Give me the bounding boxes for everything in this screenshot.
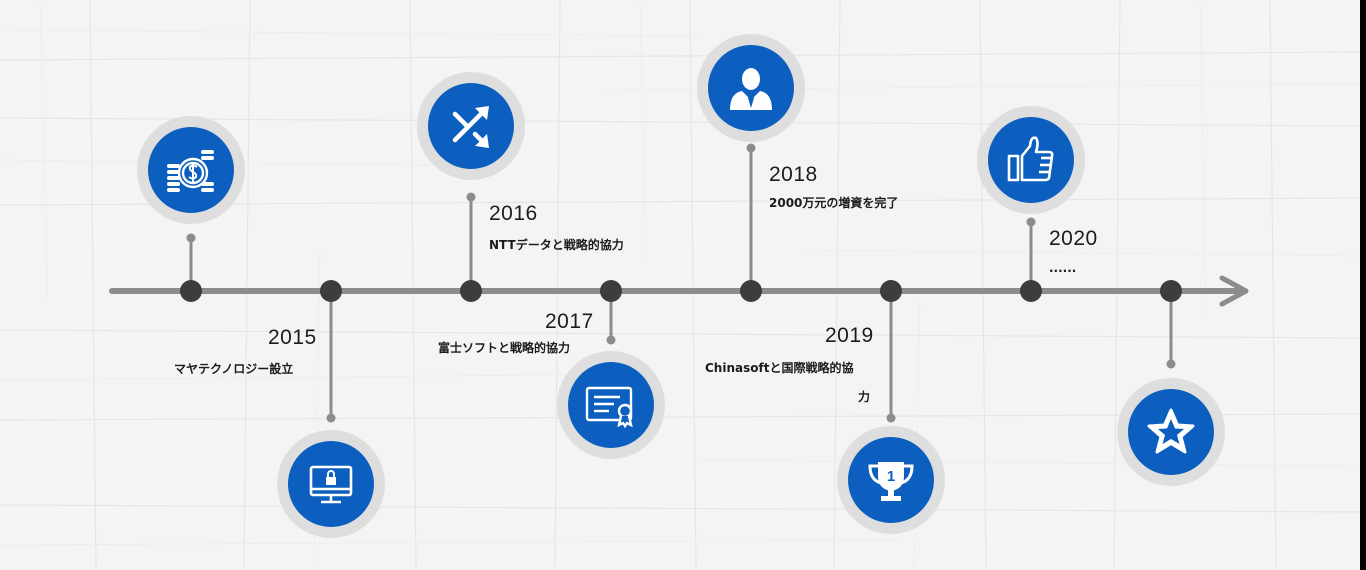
timeline-node xyxy=(460,280,482,302)
timeline-node xyxy=(600,280,622,302)
milestone-icon-circle-6: 1 xyxy=(837,426,945,534)
stem-end-dot xyxy=(186,233,196,243)
timeline-node xyxy=(880,280,902,302)
milestone-year-2020: 2020 xyxy=(1049,227,1098,250)
stem-end-dot xyxy=(1026,217,1036,227)
timeline-node xyxy=(320,280,342,302)
milestone-icon-circle-4 xyxy=(557,351,665,459)
milestone-desc-2015: マヤテクノロジー設立 xyxy=(174,362,294,376)
milestone-year-2015: 2015 xyxy=(268,326,317,349)
milestone-year-2018: 2018 xyxy=(769,163,818,186)
stem-end-dot xyxy=(606,335,616,345)
thumbs-up-icon xyxy=(1007,136,1054,182)
monitor-lock-icon xyxy=(309,465,353,504)
milestone-icon-circle-7 xyxy=(977,106,1085,214)
coins-dollar-icon xyxy=(167,150,214,192)
milestone-icon-circle-2 xyxy=(277,430,385,538)
stem-end-dot xyxy=(466,192,476,202)
milestone-desc-2018: 2000万元の増資を完了 xyxy=(769,196,899,210)
milestone-icon-circle-8 xyxy=(1117,378,1225,486)
stem-end-dot xyxy=(746,143,756,153)
milestone-icon-circle-3 xyxy=(417,72,525,180)
timeline-arrowhead xyxy=(1219,275,1249,307)
stem-end-dot xyxy=(326,413,336,423)
milestone-year-2016: 2016 xyxy=(489,202,538,225)
stem-end-dot xyxy=(886,413,896,423)
milestone-desc-2016: NTTデータと戦略的協力 xyxy=(489,238,624,252)
timeline-node xyxy=(1160,280,1182,302)
timeline-node xyxy=(180,280,202,302)
timeline-node xyxy=(1020,280,1042,302)
milestone-year-2019: 2019 xyxy=(825,324,874,347)
shuffle-arrows-icon xyxy=(452,106,489,148)
milestone-icon-circle-1 xyxy=(137,116,245,224)
svg-text:1: 1 xyxy=(887,468,895,485)
trophy-icon: 1 xyxy=(868,462,914,501)
businessman-icon xyxy=(730,68,772,110)
milestone-desc-2017: 富士ソフトと戦略的協力 xyxy=(438,341,571,355)
milestone-year-2017: 2017 xyxy=(545,310,594,333)
milestone-desc-2020: ...... xyxy=(1049,261,1077,275)
stem-end-dot xyxy=(1166,359,1176,369)
milestone-icon-circle-5 xyxy=(697,34,805,142)
right-edge-bar xyxy=(1360,0,1366,570)
star-icon xyxy=(1147,408,1195,454)
milestone-desc-2019-line2: 力 xyxy=(858,390,871,404)
certificate-icon xyxy=(585,386,633,429)
timeline-node xyxy=(740,280,762,302)
milestone-desc-2019-line1: Chinasoftと国際戦略的協 xyxy=(705,361,854,375)
